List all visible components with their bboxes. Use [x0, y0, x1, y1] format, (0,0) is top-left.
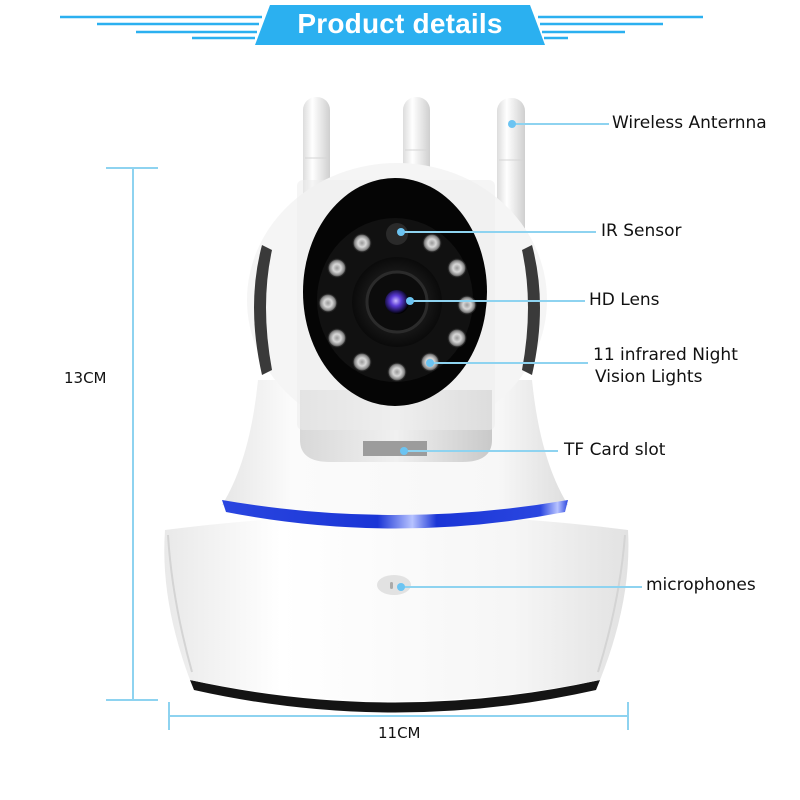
callout-dots	[397, 120, 516, 591]
label-tf-card-slot: TF Card slot	[564, 440, 666, 460]
page-title: Product details	[297, 8, 503, 39]
height-dimension-label: 13CM	[64, 369, 107, 387]
callout-lines	[401, 123, 642, 588]
camera-base	[164, 515, 629, 713]
microphone-graphic	[377, 575, 411, 595]
label-night-vision-line2: Vision Lights	[595, 367, 703, 387]
width-dimension-label: 11CM	[378, 724, 421, 742]
header-banner	[255, 5, 545, 45]
label-night-vision-line1: 11 infrared Night	[593, 345, 738, 365]
label-ir-sensor: IR Sensor	[601, 221, 682, 241]
width-dimension	[168, 702, 629, 730]
label-wireless-antenna: Wireless Anternna	[612, 113, 767, 133]
hd-lens-graphic	[352, 257, 442, 347]
label-hd-lens: HD Lens	[589, 290, 660, 310]
height-dimension	[106, 167, 158, 701]
label-microphones: microphones	[646, 575, 756, 595]
ir-sensor-graphic	[386, 223, 408, 245]
header-decoration	[60, 15, 703, 40]
